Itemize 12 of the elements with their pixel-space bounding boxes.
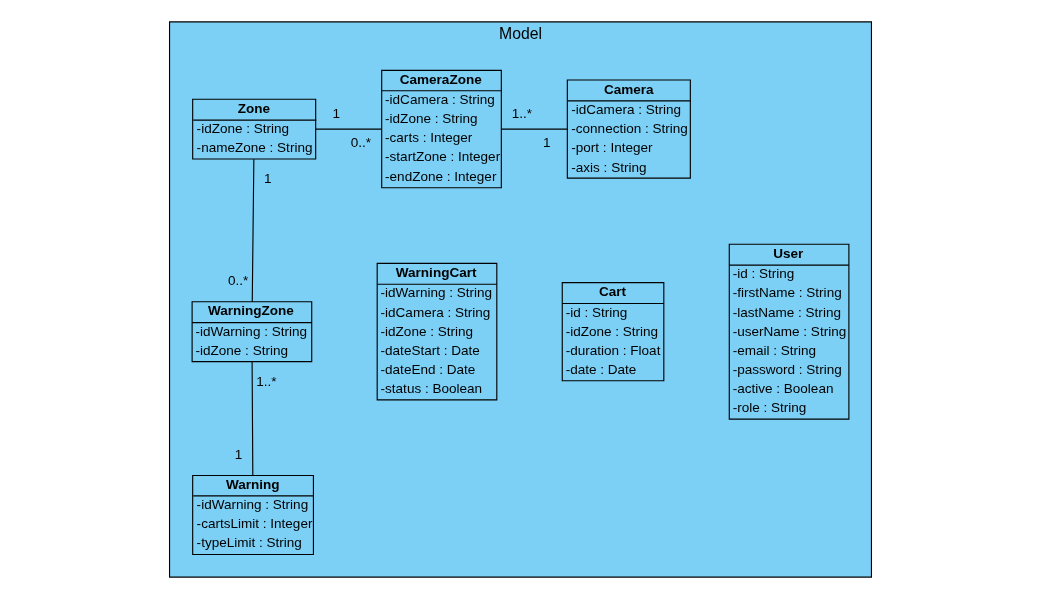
label: 1 bbox=[542, 134, 551, 150]
label: 1 bbox=[263, 171, 272, 187]
connector bbox=[314, 128, 382, 130]
label: 1 bbox=[332, 106, 340, 122]
label: 1 bbox=[234, 446, 242, 462]
label: 1..* bbox=[255, 373, 277, 389]
label: 0..* bbox=[227, 272, 248, 288]
connector bbox=[500, 128, 568, 130]
label: 1..* bbox=[511, 106, 532, 122]
connector bbox=[251, 158, 254, 303]
connector bbox=[251, 361, 253, 476]
label: 0..* bbox=[350, 134, 371, 150]
